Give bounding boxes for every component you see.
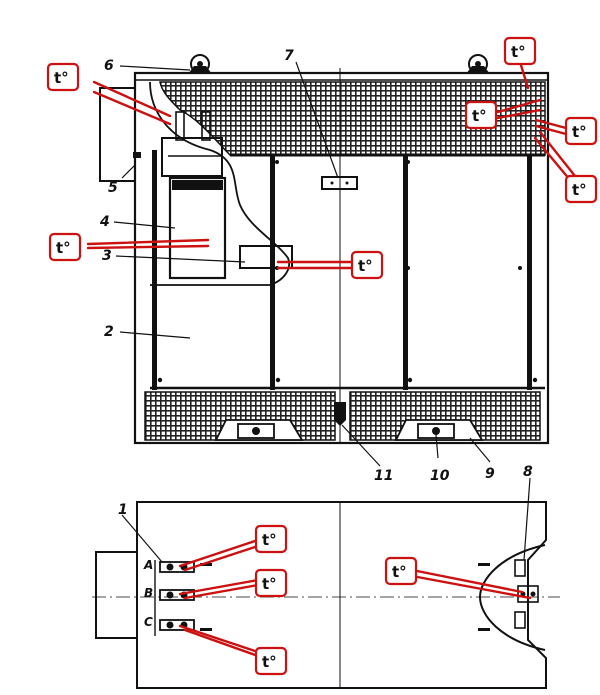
lifting-eye-left	[188, 54, 212, 74]
callout-9: 9	[485, 466, 495, 482]
phase-label-c: C	[144, 615, 153, 629]
center-lock	[334, 402, 346, 426]
sensor-badge-text: t°	[262, 531, 277, 549]
roller-right	[394, 419, 484, 441]
sensor-badge: t°	[46, 62, 80, 92]
callout-11: 11	[374, 468, 393, 484]
sensor-badge: t°	[254, 568, 288, 598]
plan-side-box	[95, 551, 138, 639]
callout-1: 1	[118, 502, 128, 518]
sensor-badge-text: t°	[54, 69, 69, 87]
sensor-badge-text: t°	[572, 123, 587, 141]
sensor-badge: t°	[564, 174, 598, 204]
sensor-wires-front	[86, 60, 577, 270]
frame-post-1	[152, 150, 157, 390]
sensor-badge: t°	[350, 250, 384, 280]
callout-4: 4	[99, 214, 110, 230]
frame-post-3	[403, 155, 408, 390]
sensor-badge: t°	[254, 646, 288, 676]
lifting-eye-right	[466, 54, 490, 74]
front-view	[86, 54, 577, 467]
right-terminal-assembly	[478, 544, 546, 651]
callout-8: 8	[523, 464, 533, 480]
sensor-badge-text: t°	[511, 43, 526, 61]
sensor-badge: t°	[384, 556, 418, 586]
sensor-badges: t° t° t° t° t° t° t° t°	[46, 36, 598, 676]
sensor-badge: t°	[48, 232, 82, 262]
sensor-badge-text: t°	[472, 107, 487, 125]
callout-3: 3	[102, 248, 112, 264]
sensor-badge-text: t°	[572, 181, 587, 199]
sensor-badge-text: t°	[358, 257, 373, 275]
roller-left	[214, 419, 304, 441]
callout-5: 5	[108, 180, 118, 196]
sensor-badge: t°	[464, 100, 498, 130]
sensor-badge-text: t°	[262, 575, 277, 593]
sensor-badge: t°	[564, 116, 598, 146]
sensor-badge-text: t°	[392, 563, 407, 581]
callout-10: 10	[430, 468, 450, 484]
sensor-badge: t°	[503, 36, 537, 66]
sensor-badge-text: t°	[262, 653, 277, 671]
plan-view	[92, 477, 560, 689]
frame-post-2	[270, 155, 275, 390]
sensor-badge: t°	[254, 524, 288, 554]
sensor-badge-text: t°	[56, 239, 71, 257]
leader-lines-plan	[121, 477, 531, 563]
item-7-plate	[321, 176, 358, 190]
plan-slots	[200, 563, 490, 631]
top-mesh-vent	[159, 81, 546, 156]
leader-lines-front	[113, 61, 491, 467]
side-box	[99, 87, 136, 182]
callout-6: 6	[104, 58, 114, 74]
frame-post-4	[527, 155, 532, 390]
sensor-wires-plan	[178, 538, 532, 658]
phase-label-b: B	[144, 586, 153, 600]
callout-2: 2	[104, 324, 114, 340]
callout-labels: 6 7 4 3 2 5 11 10 9 1 8 A B C	[99, 48, 533, 629]
phase-label-a: A	[143, 558, 153, 572]
frame-studs	[157, 160, 538, 383]
cabinet-outline	[133, 71, 550, 445]
callout-7: 7	[284, 48, 294, 64]
plan-outline	[136, 501, 547, 689]
